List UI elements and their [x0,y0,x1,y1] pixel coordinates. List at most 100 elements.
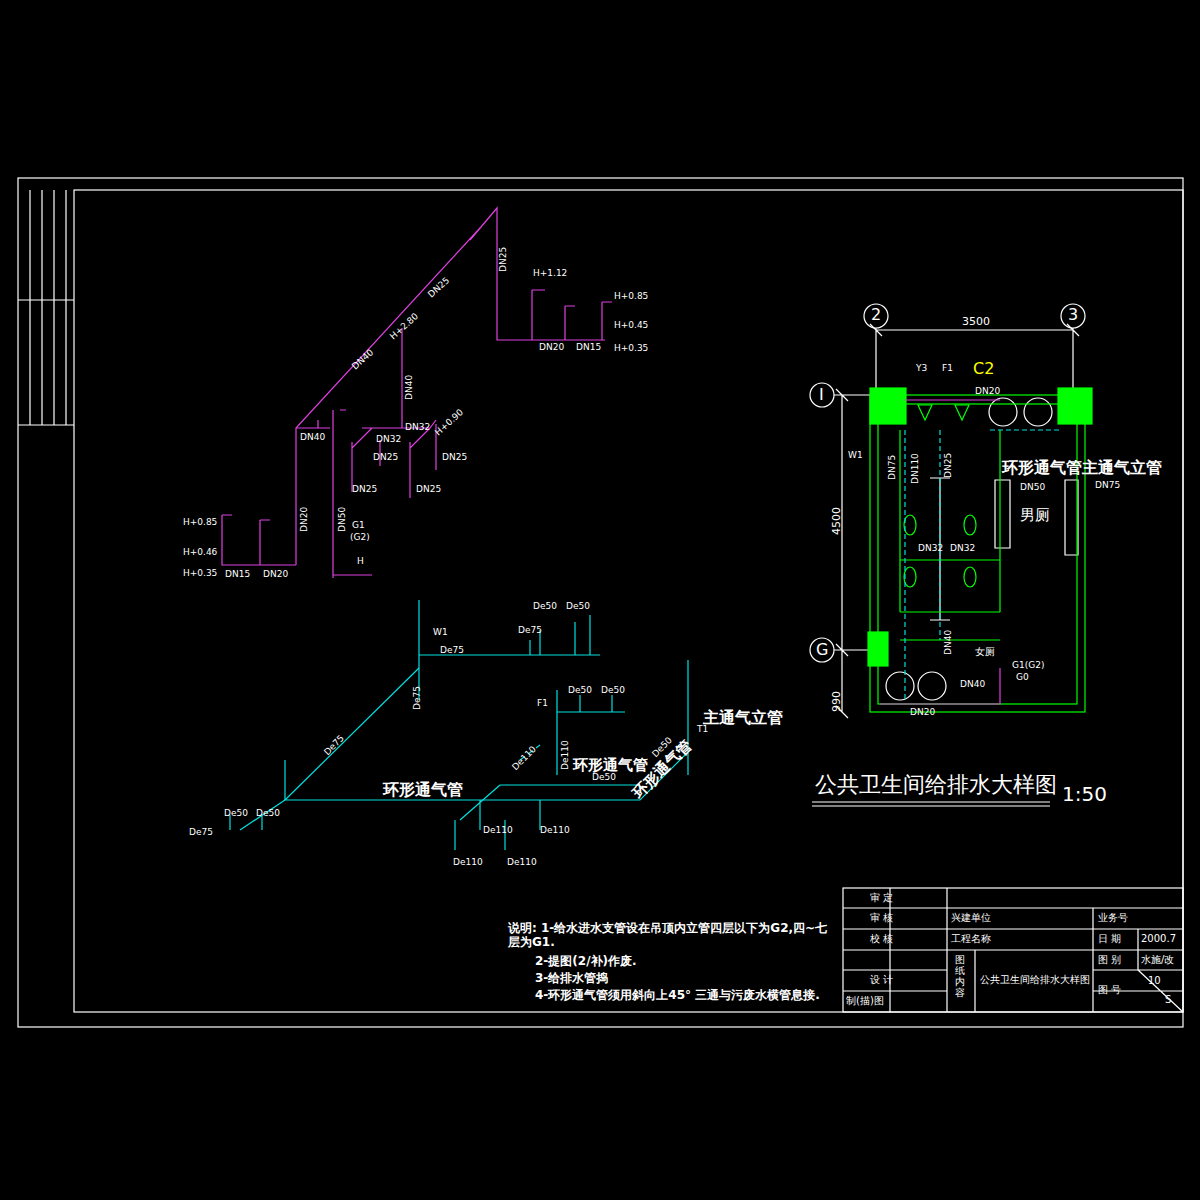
annotation-label: 工程名称 [951,933,991,945]
annotation-label: DN32 [918,543,943,553]
annotation-label: 2000.7 [1141,933,1176,945]
annotation-label: DN75 [887,455,897,480]
annotation-label: 2 [871,306,881,324]
annotation-label: 图 号 [1098,984,1121,996]
annotation-label: De110 [453,857,483,867]
annotation-label: DN20 [263,569,288,579]
annotation-label: 日 期 [1098,933,1121,945]
annotation-label: 3-给排水管捣 [535,972,608,986]
annotation-label: De75 [518,625,542,635]
annotation-label: DN20 [975,386,1000,396]
annotation-label: H+0.85 [183,517,217,527]
annotation-label: 990 [831,691,844,712]
annotation-label: DN25 [498,247,508,272]
annotation-label: De75 [322,733,346,757]
annotation-label: DN25 [943,453,953,478]
annotation-label: 设 计 [870,974,893,986]
annotation-label: F1 [537,698,548,708]
annotation-label: DN50 [337,507,347,532]
annotation-label: De50 [566,601,590,611]
annotation-label: G1 [352,520,365,530]
annotation-label: 3 [1068,306,1078,324]
annotation-label: 审 核 [870,912,893,924]
annotation-label: 公共卫生间给排水大样图 [980,974,1090,986]
annotation-label: (G2) [350,532,370,542]
annotation-label: 环形通气管 [573,757,648,774]
annotation-label: G [816,641,828,659]
annotation-label: F1 [942,363,953,373]
annotation-label: H+1.12 [533,268,567,278]
annotation-label: De110 [560,740,570,770]
annotation-label: T1 [1101,463,1112,473]
annotation-label: 校 核 [870,933,893,945]
annotation-label: G0 [1016,672,1029,682]
annotation-label: De110 [507,857,537,867]
annotation-label: 4-环形通气管须用斜向上45° 三通与污废水横管息接. [535,989,820,1003]
annotation-label: 说明: 1-给水进水支管设在吊顶内立管四层以下为G2,四~七层为G1. [508,922,838,950]
annotation-label: H+0.46 [183,547,217,557]
annotation-label: 女厕 [975,646,995,658]
annotation-label: De75 [412,686,422,710]
annotation-label: DN15 [225,569,250,579]
annotation-label: De110 [510,744,538,772]
annotation-label: 业务号 [1098,912,1128,924]
annotation-label: De50 [224,808,248,818]
annotation-label: De50 [601,685,625,695]
annotation-label: Y3 [916,363,927,373]
annotation-label: DN50 [1020,482,1045,492]
annotation-label: H+0.35 [614,343,648,353]
annotation-label: H+0.35 [183,568,217,578]
annotation-label: 男厕 [1020,507,1050,524]
annotation-label: 主通气立管 [703,709,783,727]
annotation-label: De50 [592,772,616,782]
annotation-label: DN20 [539,342,564,352]
annotation-label: I [819,386,824,404]
annotation-label: W1 [433,627,448,637]
annotation-label: DN110 [910,453,920,484]
annotation-label: 2-提图(2/补)作废. [535,955,637,969]
annotation-label: 10 [1148,975,1161,987]
annotation-label: H+0.90 [433,407,465,438]
annotation-label: De110 [483,825,513,835]
annotation-label: H+0.85 [614,291,648,301]
annotation-label: DN40 [350,347,376,371]
annotation-label: De50 [568,685,592,695]
annotation-label: De50 [256,808,280,818]
annotation-label: 水施/改 [1141,954,1174,966]
annotation-label: 环形通气管 [383,781,463,799]
annotation-label: DN32 [950,543,975,553]
annotation-label: G1(G2) [1012,660,1044,670]
annotation-label: DN32 [376,434,401,444]
annotation-label: S [1165,994,1171,1006]
annotation-label: DN40 [960,679,985,689]
drawing-title: 公共卫生间给排水大样图 [815,772,1057,797]
annotation-label: DN25 [416,484,441,494]
annotation-label: De110 [540,825,570,835]
annotation-label: De75 [440,645,464,655]
annotation-label: 制(描)图 [846,995,884,1007]
annotation-label: DN25 [442,452,467,462]
annotation-label: DN15 [576,342,601,352]
annotation-label: 1:50 [1062,783,1107,806]
annotation-label: DN25 [352,484,377,494]
annotation-label: W1 [848,450,863,460]
annotation-label: 4500 [831,507,844,535]
annotation-label: DN40 [404,375,414,400]
annotation-label: DN75 [1095,480,1120,490]
annotation-label: DN32 [405,422,430,432]
annotation-label: DN40 [943,630,953,655]
annotation-label: De75 [189,827,213,837]
annotation-label: H [357,556,364,566]
annotation-label: H+0.45 [614,320,648,330]
annotation-label: 图纸内容 [955,954,965,998]
annotation-label: 图 别 [1098,954,1121,966]
annotation-label: 兴建单位 [951,912,991,924]
annotation-label: 环形通气管主通气立管 [1002,459,1162,477]
annotation-label: DN40 [300,432,325,442]
annotation-label: DN25 [426,275,452,299]
annotation-label: 3500 [962,316,990,329]
annotation-label: C2 [973,360,994,378]
annotation-label: De50 [533,601,557,611]
